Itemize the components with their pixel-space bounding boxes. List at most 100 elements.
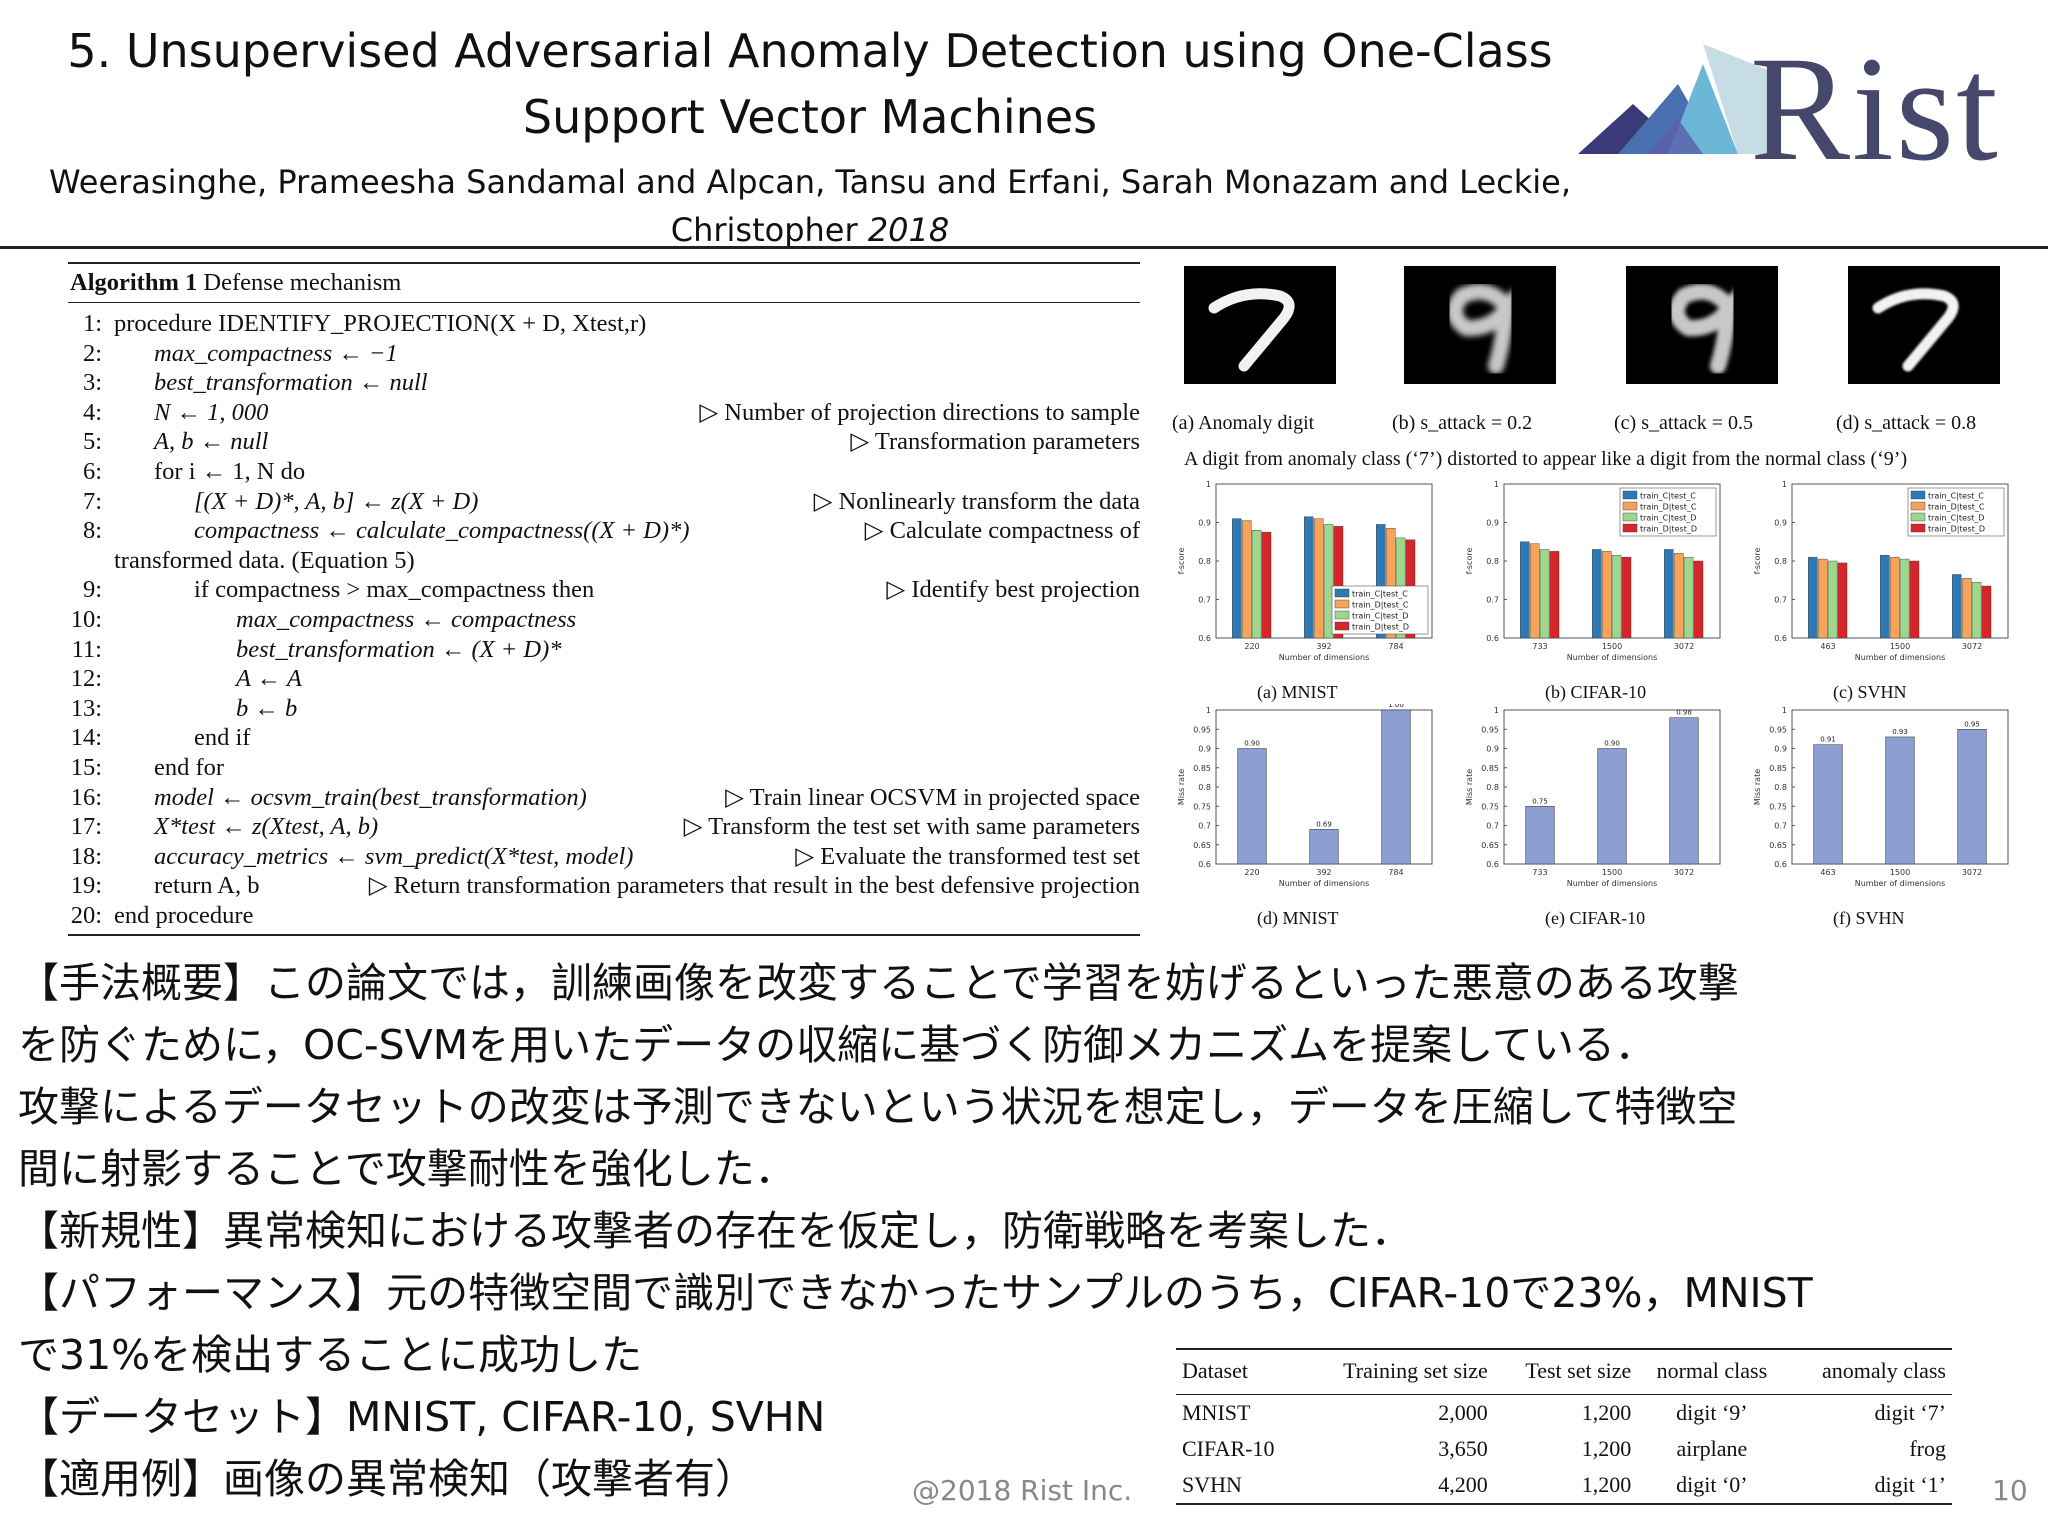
bar: [1375, 524, 1386, 639]
bar-value-label: 0.75: [1532, 797, 1548, 805]
y-tick-label: 0.7: [1198, 822, 1211, 831]
y-tick-label: 0.6: [1486, 860, 1499, 869]
legend-label: train_C|test_C: [1928, 492, 1984, 501]
authors: Weerasinghe, Prameesha Sandamal and Alpc…: [20, 158, 1600, 254]
bar: [1889, 556, 1900, 639]
x-tick-label: 220: [1244, 642, 1259, 651]
legend-swatch: [1334, 621, 1350, 631]
summary-text: 【手法概要】この論文では，訓練画像を改変することで学習を妨げるといった悪意のある…: [18, 952, 2028, 1510]
y-tick-label: 0.7: [1486, 596, 1499, 605]
line-code: model ← ocsvm_train(best_transformation): [154, 783, 587, 811]
line-number: 18:: [70, 842, 102, 870]
authors-line-1: Weerasinghe, Prameesha Sandamal and Alpc…: [49, 163, 1571, 201]
table-cell: digit ‘9’: [1676, 1400, 1748, 1425]
bar: [1591, 549, 1602, 639]
novelty-line: 【新規性】異常検知における攻撃者の存在を仮定し，防衛戦略を考案した．: [18, 1207, 1412, 1255]
legend-label: train_D|test_D: [1352, 623, 1409, 632]
y-tick-label: 0.85: [1193, 764, 1211, 773]
bar: [1899, 558, 1910, 639]
y-tick-label: 0.8: [1198, 557, 1211, 566]
algorithm-line: 1: procedure IDENTIFY_PROJECTION(X + D, X…: [68, 309, 1140, 339]
x-tick-label: 784: [1388, 868, 1403, 877]
legend-label: train_D|test_C: [1928, 503, 1985, 512]
performance-line: 【パフォーマンス】元の特徴空間で識別できなかったサンプルのうち，CIFAR-10…: [18, 1269, 1813, 1317]
line-number: 3:: [82, 369, 102, 397]
line-number: 9:: [82, 576, 102, 604]
header-divider: [0, 246, 2048, 249]
algorithm-line: 13:b ← b: [68, 694, 1140, 724]
line-number: 14:: [70, 724, 102, 752]
y-tick-label: 0.95: [1769, 725, 1787, 734]
table-cell: SVHN: [1176, 1467, 1304, 1505]
line-number: 16:: [70, 783, 102, 811]
line-code: end for: [154, 753, 225, 781]
line-code: A ← A: [236, 665, 302, 693]
bar: [1885, 736, 1915, 865]
y-tick-label: 0.9: [1198, 519, 1211, 528]
algorithm-line: 5:A, b ← null▷ Transformation parameters: [68, 427, 1140, 457]
legend-swatch: [1622, 523, 1638, 533]
y-axis-label: f-score: [1177, 548, 1186, 575]
line-number: 1:: [82, 310, 102, 337]
line-number: 11:: [71, 635, 102, 663]
y-tick-label: 0.7: [1774, 596, 1787, 605]
legend-label: train_C|test_C: [1352, 590, 1408, 599]
y-tick-label: 0.65: [1193, 841, 1211, 850]
line-code: compactness ← calculate_compactness((X +…: [194, 517, 690, 545]
y-tick-label: 0.9: [1774, 519, 1787, 528]
bar: [1837, 562, 1848, 639]
bar: [1601, 551, 1612, 639]
y-tick-label: 0.9: [1198, 745, 1211, 754]
authors-line-2: Christopher 2018: [20, 206, 1600, 254]
digit-caption: (c) s_attack = 0.5: [1614, 412, 1754, 434]
algorithm-line: 17:X*test ← z(Xtest, A, b)▷ Transform th…: [68, 812, 1140, 842]
algorithm-line: 9:if compactness > max_compactness then▷…: [68, 575, 1140, 605]
x-tick-label: 220: [1244, 868, 1259, 877]
line-number: 20:: [70, 901, 102, 929]
line-number: 10:: [70, 605, 102, 633]
algorithm-heading: Algorithm 1 Defense mechanism: [68, 264, 1140, 303]
algorithm-line: 8:compactness ← calculate_compactness((X…: [68, 516, 1140, 546]
y-axis-label: f-score: [1465, 548, 1474, 575]
rist-logo: Rist: [1578, 34, 2018, 184]
y-axis-label: Miss rate: [1465, 769, 1474, 805]
bar: [1333, 526, 1344, 639]
table-cell: 1,200: [1581, 1400, 1632, 1425]
title-line-1: 5. Unsupervised Adversarial Anomaly Dete…: [67, 24, 1553, 78]
bar: [1621, 556, 1632, 639]
title-line-2: Support Vector Machines: [522, 90, 1098, 144]
y-tick-label: 0.8: [1486, 557, 1499, 566]
y-tick-label: 0.9: [1774, 745, 1787, 754]
x-tick-label: 392: [1316, 868, 1331, 877]
table-cell: 1,200: [1581, 1436, 1632, 1461]
legend-swatch: [1334, 588, 1350, 598]
y-axis-label: f-score: [1753, 548, 1762, 575]
legend-label: train_D|test_D: [1640, 525, 1697, 534]
line-number: 2:: [82, 339, 102, 367]
table-cell: digit ‘0’: [1637, 1467, 1787, 1505]
table-cell: CIFAR-10: [1182, 1436, 1275, 1461]
x-tick-label: 733: [1532, 642, 1547, 651]
bar: [1525, 806, 1555, 865]
summary-line: 攻撃によるデータセットの改変は予測できないという状況を想定し，データを圧縮して特…: [18, 1083, 1738, 1131]
y-tick-label: 0.8: [1774, 783, 1787, 792]
table-cell: MNIST: [1182, 1400, 1251, 1425]
digit-stroke: [1447, 283, 1516, 374]
bar: [1232, 518, 1242, 639]
algorithm-lines: 1: procedure IDENTIFY_PROJECTION(X + D, X…: [68, 303, 1140, 930]
y-tick-label: 1: [1206, 706, 1211, 715]
line-number: 4:: [82, 398, 102, 426]
line-code: procedure IDENTIFY_PROJECTION(X + D, Xte…: [114, 310, 647, 337]
legend-swatch: [1622, 490, 1638, 500]
algorithm-line: 3:best_transformation ← null: [68, 368, 1140, 398]
copyright-footer: @2018 Rist Inc.: [912, 1474, 1133, 1507]
legend-label: train_D|test_D: [1928, 525, 1985, 534]
y-tick-label: 0.95: [1193, 725, 1211, 734]
y-tick-label: 1: [1782, 706, 1787, 715]
bar: [1879, 555, 1890, 639]
line-code: max_compactness ← compactness: [236, 605, 577, 633]
performance-line: で31%を検出することに成功した: [18, 1331, 643, 1379]
